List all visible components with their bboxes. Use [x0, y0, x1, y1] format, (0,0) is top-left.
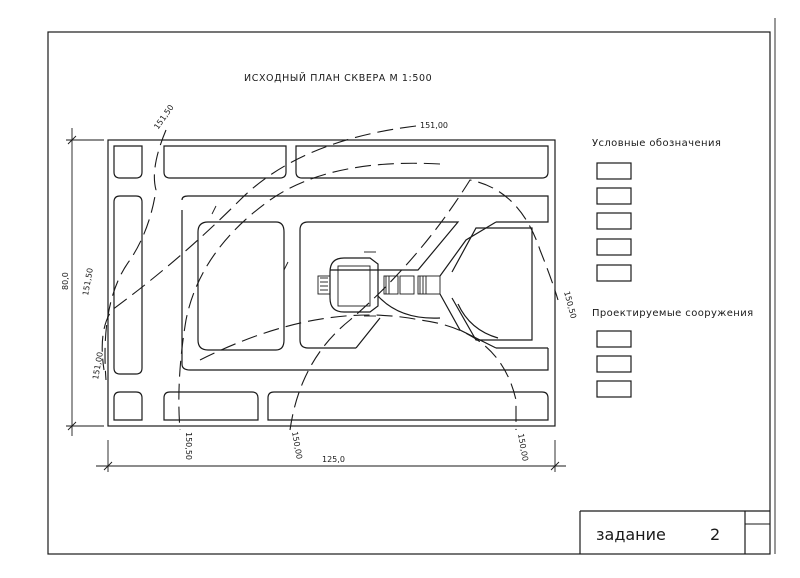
contour-label: 151,00: [420, 121, 448, 130]
drawing-title: ИСХОДНЫЙ ПЛАН СКВЕРА М 1:500: [244, 72, 432, 84]
height-dimension-label: 80,0: [61, 272, 70, 290]
contour-lines: [101, 125, 559, 431]
legend-title: Условные обозначения: [592, 138, 721, 149]
projected-box: [596, 355, 632, 373]
contour-label: 150,50: [184, 432, 193, 460]
task-label: задание: [596, 525, 666, 544]
projected-box: [596, 380, 632, 398]
projected-title: Проектируемые сооружения: [592, 308, 754, 319]
contour-label: 150,00: [516, 433, 530, 462]
title-block: задание 2: [579, 510, 770, 554]
dimension-height: 80,0: [61, 128, 104, 436]
legend-box: [596, 238, 632, 256]
legend-box: [596, 162, 632, 180]
site-boundary: [107, 139, 556, 427]
square-plan: [113, 145, 549, 421]
contour-label: 150,50: [562, 290, 578, 319]
contour-label: 151,50: [81, 267, 95, 296]
task-number: 2: [710, 525, 720, 544]
sheet-frame: [47, 31, 771, 555]
projected-boxes: [596, 330, 632, 398]
dimension-width: 125,0: [96, 440, 566, 472]
legend-box: [596, 264, 632, 282]
contour-label: 151,00: [91, 351, 105, 380]
contour-label: 150,00: [290, 431, 304, 460]
contour-label: 151,50: [152, 103, 175, 131]
legend-box: [596, 187, 632, 205]
legend-boxes: [596, 162, 632, 282]
legend-box: [596, 212, 632, 230]
width-dimension-label: 125,0: [322, 455, 345, 464]
projected-box: [596, 330, 632, 348]
